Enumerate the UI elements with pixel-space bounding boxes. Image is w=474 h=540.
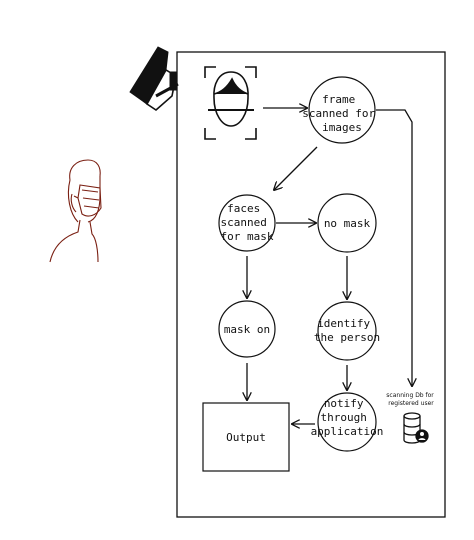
cctv-camera-icon (129, 46, 179, 112)
frame-scan-label: frame scanned for images (302, 93, 381, 134)
output-label: Output (226, 431, 266, 444)
arrow-frame-to-db (376, 109, 412, 386)
db-label: scanning Db for registered user (386, 392, 435, 407)
arrow-frame-to-faces (274, 146, 318, 190)
faces-scan-label: faces scanned for mask (221, 202, 274, 243)
no-mask-label: no mask (324, 217, 371, 230)
frame-scan-node (308, 76, 376, 144)
faces-scan-node (218, 194, 276, 252)
notify-node (317, 392, 377, 452)
output-node (202, 402, 290, 472)
person-with-mask-icon (49, 159, 102, 263)
notify-label: notify through application (311, 397, 384, 438)
mask-on-label: mask on (224, 323, 270, 336)
identify-label: identify the person (314, 317, 380, 344)
mask-on-node (218, 300, 276, 358)
face-scan-icon (204, 66, 257, 140)
database-user-icon (403, 412, 429, 444)
identify-node (317, 301, 377, 361)
no-mask-node (317, 193, 377, 253)
diagram-border (176, 51, 446, 518)
